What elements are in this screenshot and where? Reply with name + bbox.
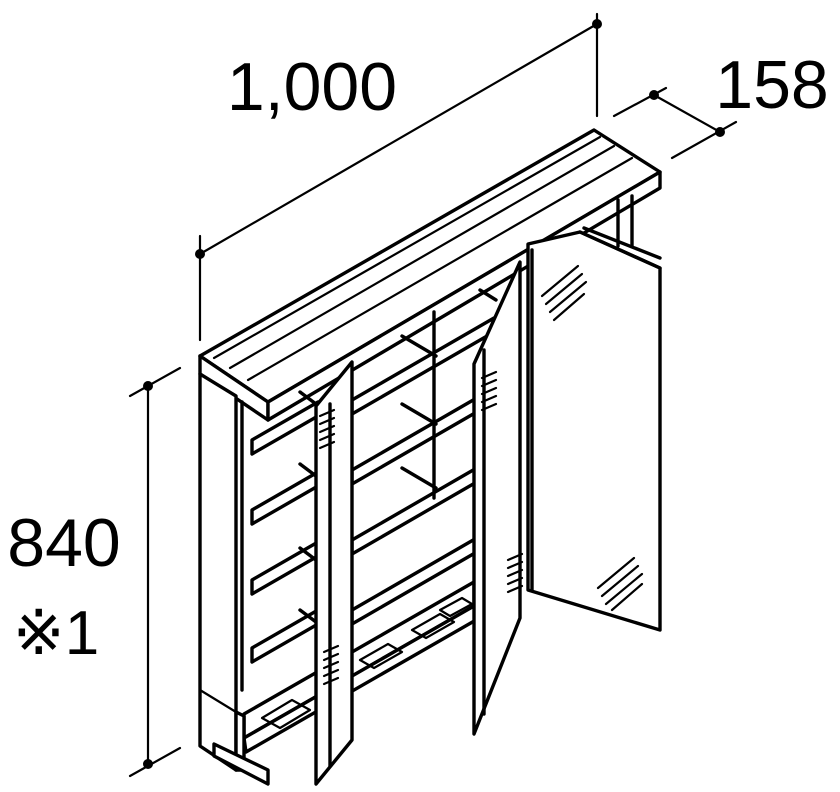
- center-door: [472, 260, 524, 736]
- width-label: 1,000: [227, 49, 397, 125]
- height-note: ※1: [13, 599, 99, 668]
- height-label: 840: [7, 505, 120, 581]
- depth-dimension: 158: [612, 47, 829, 160]
- width-dimension: 1,000: [195, 12, 602, 342]
- left-door: [314, 360, 354, 786]
- height-dimension: 840 ※1: [7, 366, 182, 778]
- right-door: [526, 226, 662, 632]
- top-canopy: [198, 128, 662, 422]
- depth-label: 158: [715, 47, 828, 123]
- cabinet: [198, 128, 662, 786]
